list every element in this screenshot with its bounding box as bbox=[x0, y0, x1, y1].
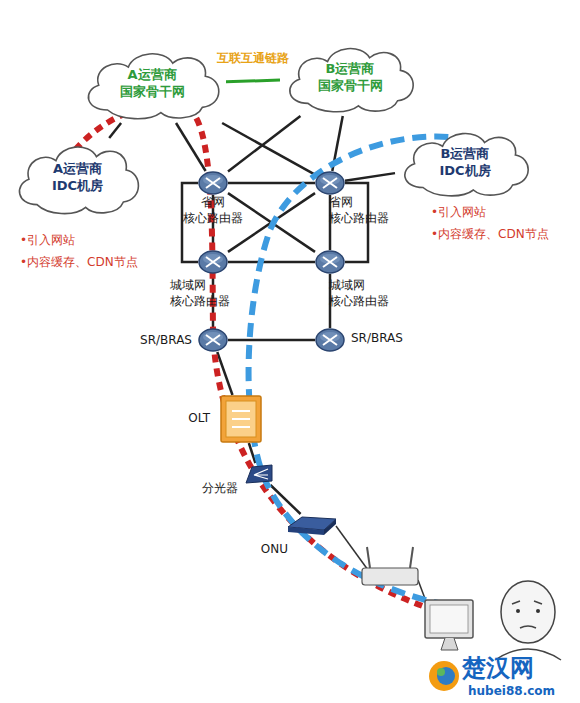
node-label: 城域网 核心路由器 bbox=[170, 278, 236, 309]
link-line bbox=[345, 173, 395, 181]
olt-icon bbox=[220, 395, 262, 443]
router-body bbox=[316, 329, 344, 351]
router-body bbox=[316, 251, 344, 273]
router-icon bbox=[315, 250, 345, 274]
node-label: SR/BRAS bbox=[351, 331, 437, 347]
onu-node: ONU bbox=[288, 514, 336, 536]
olt-body bbox=[221, 396, 261, 442]
pc-monitor bbox=[425, 600, 473, 638]
router-node: 省网 核心路由器 bbox=[198, 171, 228, 195]
backbone-cloud: A运营商 国家骨干网 bbox=[78, 45, 226, 123]
pc-stand bbox=[441, 638, 458, 650]
node-label: 省网 核心路由器 bbox=[180, 195, 246, 226]
watermark: hubei88.com bbox=[468, 684, 555, 698]
antenna bbox=[367, 547, 370, 568]
bullet-note: •内容缓存、CDN节点 bbox=[20, 254, 138, 271]
node-label: A运营商 IDC机房 bbox=[35, 161, 121, 195]
router-arrows bbox=[323, 335, 337, 345]
splitter-icon bbox=[244, 463, 274, 485]
logo-mark bbox=[429, 661, 459, 691]
cloud-outline bbox=[19, 147, 138, 214]
link-line bbox=[109, 123, 121, 138]
link-label: 互联互通链路 bbox=[217, 50, 289, 67]
node-label: 分光器 bbox=[192, 481, 238, 497]
splitter-node: 分光器 bbox=[244, 463, 274, 485]
cable-line bbox=[418, 580, 430, 612]
router-arrows bbox=[206, 178, 220, 188]
bullet-note: •引入网站 bbox=[20, 232, 75, 249]
node-label: 省网 核心路由器 bbox=[329, 195, 395, 226]
pc-screen bbox=[430, 605, 468, 633]
link-line bbox=[249, 443, 256, 463]
router-icon bbox=[198, 171, 228, 195]
node-label: 城域网 核心路由器 bbox=[329, 278, 395, 309]
node-label: B运营商 国家骨干网 bbox=[307, 61, 393, 95]
node-label: OLT bbox=[164, 411, 210, 427]
cloud-outline bbox=[88, 54, 218, 119]
link-line bbox=[226, 80, 280, 82]
person-brows bbox=[512, 601, 542, 604]
splitter-body bbox=[246, 465, 272, 483]
router-body bbox=[199, 329, 227, 351]
router-node: 城域网 核心路由器 bbox=[315, 250, 345, 274]
watermark: 楚汉网 bbox=[462, 652, 534, 684]
link-line bbox=[228, 116, 300, 172]
idc-cloud: B运营商 IDC机房 bbox=[395, 125, 535, 200]
idc-cloud: A运营商 IDC机房 bbox=[10, 138, 145, 218]
link-line bbox=[228, 182, 315, 185]
bullet-note: •引入网站 bbox=[431, 204, 486, 221]
olt-slots bbox=[232, 411, 250, 427]
node-label: B运营商 IDC机房 bbox=[422, 146, 508, 180]
link-line bbox=[217, 352, 232, 395]
router-icon bbox=[198, 250, 228, 274]
cable-line bbox=[336, 526, 368, 570]
onu-end bbox=[324, 519, 336, 535]
antenna bbox=[410, 547, 413, 568]
router-node: 省网 核心路由器 bbox=[315, 171, 345, 195]
link-line bbox=[270, 485, 300, 514]
cloud-outline bbox=[290, 49, 413, 112]
link-line bbox=[228, 261, 315, 264]
olt-node: OLT bbox=[220, 395, 262, 443]
person-mouth bbox=[520, 626, 536, 628]
bras-node: SR/BRAS bbox=[198, 328, 228, 352]
router-arrows bbox=[206, 335, 220, 345]
person-head bbox=[501, 581, 555, 643]
node-label: A运营商 国家骨干网 bbox=[109, 67, 195, 101]
link-line bbox=[176, 123, 206, 171]
logo-mark bbox=[437, 668, 445, 676]
person-eye bbox=[516, 609, 520, 613]
router-arrows bbox=[323, 257, 337, 267]
wireless-router bbox=[362, 568, 418, 585]
router-body bbox=[199, 251, 227, 273]
backbone-cloud: B运营商 国家骨干网 bbox=[280, 40, 420, 116]
person-eye bbox=[536, 609, 540, 613]
logo-mark bbox=[437, 667, 455, 685]
link-line bbox=[222, 123, 315, 175]
link-line bbox=[332, 116, 342, 171]
router-body bbox=[199, 172, 227, 194]
router-icon bbox=[315, 328, 345, 352]
router-arrows bbox=[206, 257, 220, 267]
router-icon bbox=[315, 171, 345, 195]
node-label: ONU bbox=[246, 542, 288, 558]
cloud-outline bbox=[405, 133, 528, 195]
node-label: SR/BRAS bbox=[106, 333, 192, 349]
onu-side bbox=[288, 527, 324, 535]
router-arrows bbox=[323, 178, 337, 188]
bullet-note: •内容缓存、CDN节点 bbox=[431, 226, 549, 243]
splitter-lines bbox=[254, 469, 268, 479]
link-line bbox=[228, 339, 315, 342]
onu-icon bbox=[288, 514, 336, 536]
router-icon bbox=[198, 328, 228, 352]
router-node: 城域网 核心路由器 bbox=[198, 250, 228, 274]
bras-node: SR/BRAS bbox=[315, 328, 345, 352]
router-body bbox=[316, 172, 344, 194]
olt-panel bbox=[226, 401, 256, 437]
